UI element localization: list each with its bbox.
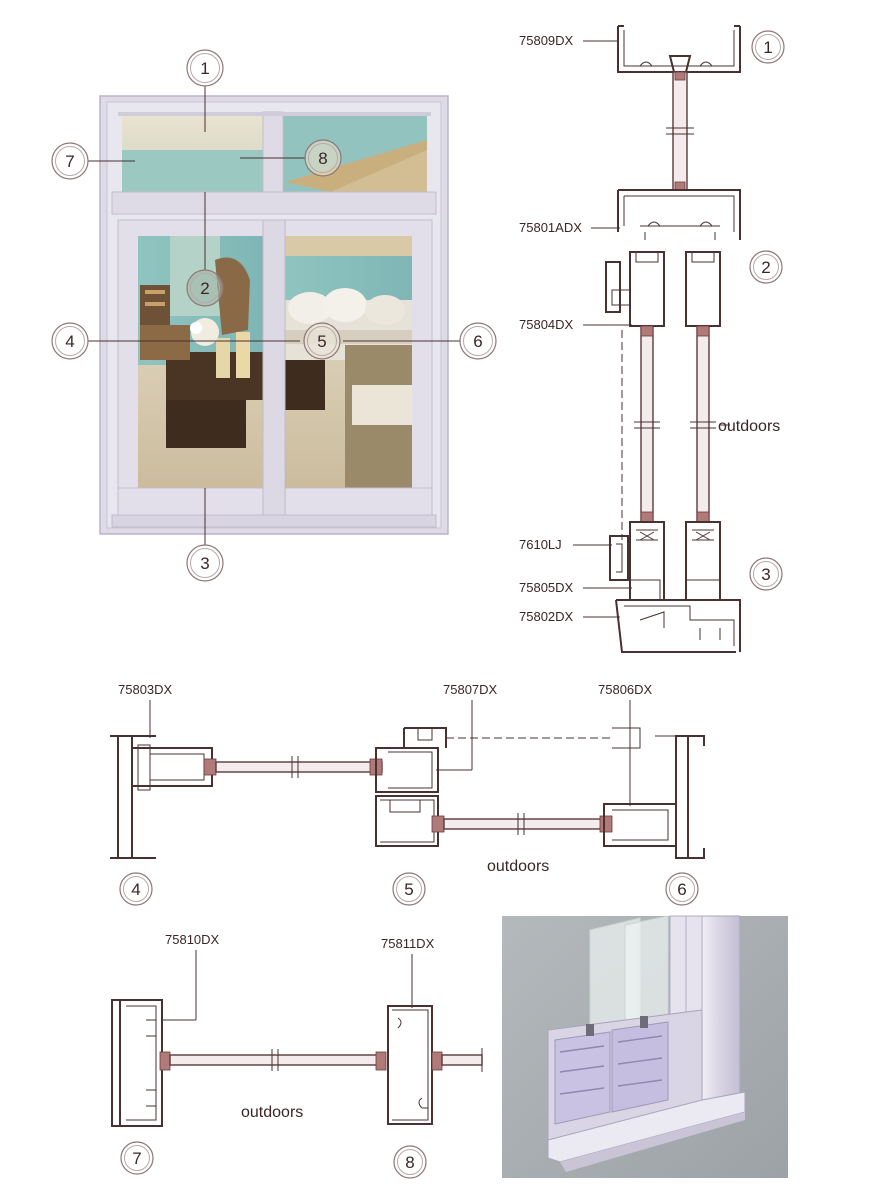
profile-75811DX: 75811DX <box>381 936 435 951</box>
callout-2-label: 2 <box>200 279 209 298</box>
horizontal-section: 75803DX 75807DX 75806DX outdoors 4 5 6 <box>110 682 705 906</box>
profile-75803DX: 75803DX <box>118 682 173 697</box>
profile-75807DX: 75807DX <box>443 682 498 697</box>
callout-5-label: 5 <box>317 332 326 351</box>
callout-1-label: 1 <box>200 59 209 78</box>
window-callouts: 1 7 8 2 4 5 6 <box>51 49 497 582</box>
callout-t7-label: 7 <box>132 1149 141 1168</box>
callout-2: 2 <box>186 269 224 307</box>
callout-v1-label: 1 <box>763 38 772 57</box>
callout-4-label: 4 <box>65 332 74 351</box>
callout-v3-label: 3 <box>761 565 770 584</box>
callout-t8-label: 8 <box>405 1153 414 1172</box>
window-illustration <box>88 86 460 546</box>
callout-8: 8 <box>304 139 342 177</box>
profile-3d-photo <box>502 915 788 1178</box>
transom-section: 75810DX 75811DX outdoors 7 8 <box>111 932 483 1179</box>
callout-v1: 1 <box>751 30 785 64</box>
callout-6: 6 <box>459 322 497 360</box>
profile-75805DX: 75805DX <box>519 580 574 595</box>
callout-h6: 6 <box>665 872 699 906</box>
callout-6-label: 6 <box>473 332 482 351</box>
callout-1: 1 <box>186 49 224 87</box>
callout-h5-label: 5 <box>404 880 413 899</box>
callout-t7: 7 <box>120 1141 154 1175</box>
profile-75806DX: 75806DX <box>598 682 653 697</box>
profile-7610LJ: 7610LJ <box>519 537 562 552</box>
callout-7: 7 <box>51 142 89 180</box>
callout-v2-label: 2 <box>761 258 770 277</box>
outdoors-label-horizontal: outdoors <box>487 858 549 875</box>
profile-75810DX: 75810DX <box>165 932 220 947</box>
callout-h6-label: 6 <box>677 880 686 899</box>
callout-7-label: 7 <box>65 152 74 171</box>
callout-h4: 4 <box>119 872 153 906</box>
callout-v3: 3 <box>749 557 783 591</box>
callout-3: 3 <box>186 544 224 582</box>
outdoors-label-vertical: outdoors <box>718 418 780 435</box>
callout-v2: 2 <box>749 250 783 284</box>
profile-75804DX: 75804DX <box>519 317 574 332</box>
vertical-section: 75809DX 75801ADX 75804DX 7610LJ 75805DX … <box>519 25 785 653</box>
callout-5: 5 <box>303 322 341 360</box>
profile-75809DX: 75809DX <box>519 33 574 48</box>
callout-8-label: 8 <box>318 149 327 168</box>
callout-h5: 5 <box>392 872 426 906</box>
profile-75801ADX: 75801ADX <box>519 220 582 235</box>
callout-3-label: 3 <box>200 554 209 573</box>
callout-4: 4 <box>51 322 89 360</box>
outdoors-label-transom: outdoors <box>241 1104 303 1121</box>
profile-75802DX: 75802DX <box>519 609 574 624</box>
callout-t8: 8 <box>393 1145 427 1179</box>
callout-h4-label: 4 <box>131 880 140 899</box>
